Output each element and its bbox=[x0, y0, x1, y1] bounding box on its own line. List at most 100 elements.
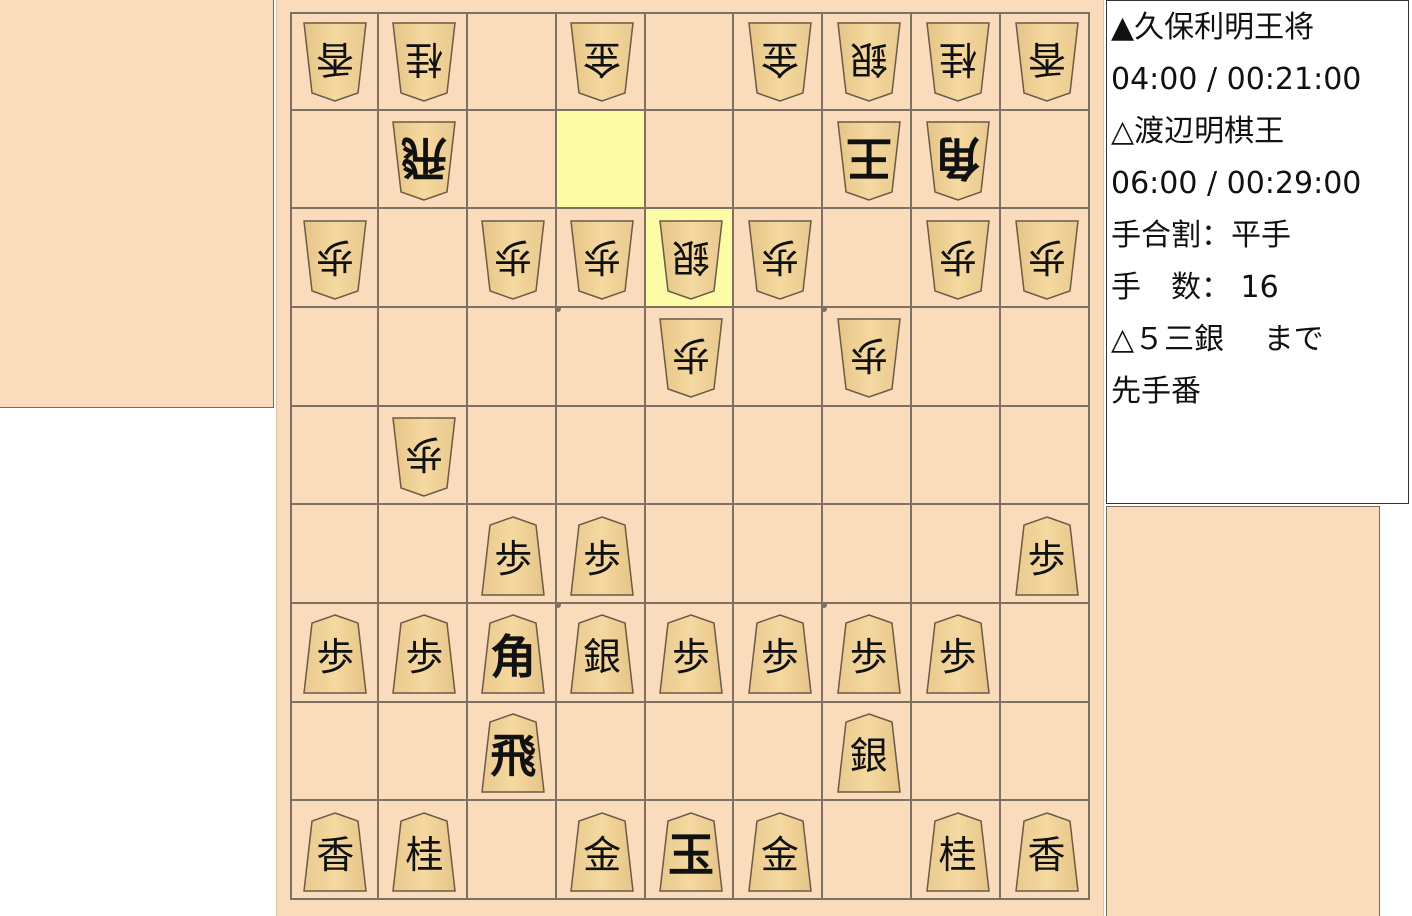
board-square[interactable] bbox=[556, 12, 646, 111]
sente-piece[interactable]: 歩 bbox=[747, 613, 813, 695]
board-square[interactable] bbox=[467, 505, 557, 604]
gote-piece[interactable]: 金 bbox=[569, 21, 635, 103]
board-square[interactable] bbox=[823, 12, 913, 111]
sente-piece[interactable]: 金 bbox=[747, 811, 813, 893]
board-square[interactable] bbox=[912, 702, 1002, 802]
board-square[interactable] bbox=[556, 801, 646, 900]
board-square[interactable] bbox=[290, 12, 379, 111]
board-square[interactable] bbox=[378, 801, 468, 900]
sente-piece[interactable]: 桂 bbox=[391, 811, 457, 893]
sente-piece[interactable]: 歩 bbox=[391, 613, 457, 695]
gote-piece-stand[interactable] bbox=[0, 0, 274, 408]
board-square[interactable] bbox=[645, 406, 735, 506]
board-square[interactable] bbox=[556, 702, 646, 802]
board-square[interactable] bbox=[1001, 12, 1090, 111]
board-square[interactable] bbox=[1001, 308, 1090, 407]
board-square[interactable] bbox=[823, 505, 913, 604]
gote-piece[interactable]: 歩 bbox=[658, 317, 724, 399]
sente-piece[interactable]: 歩 bbox=[836, 613, 902, 695]
board-square[interactable] bbox=[467, 12, 557, 111]
board-square[interactable] bbox=[734, 702, 824, 802]
board-square[interactable] bbox=[734, 406, 824, 506]
board-square[interactable] bbox=[734, 604, 824, 703]
board-square[interactable] bbox=[823, 702, 913, 802]
gote-piece[interactable]: 金 bbox=[747, 21, 813, 103]
board-square[interactable] bbox=[1001, 406, 1090, 506]
board-square[interactable] bbox=[645, 801, 735, 900]
board-square[interactable] bbox=[290, 110, 379, 210]
board-square[interactable] bbox=[378, 209, 468, 308]
sente-piece[interactable]: 歩 bbox=[302, 613, 368, 695]
sente-piece[interactable]: 歩 bbox=[480, 515, 546, 597]
board-square[interactable] bbox=[378, 12, 468, 111]
board-square[interactable] bbox=[467, 110, 557, 210]
board-square[interactable] bbox=[290, 209, 379, 308]
board-square[interactable] bbox=[467, 406, 557, 506]
board-square[interactable] bbox=[912, 505, 1002, 604]
board-square[interactable] bbox=[734, 12, 824, 111]
sente-piece[interactable]: 歩 bbox=[1014, 515, 1080, 597]
board-square[interactable] bbox=[645, 702, 735, 802]
board-square[interactable] bbox=[556, 406, 646, 506]
gote-piece[interactable]: 桂 bbox=[391, 21, 457, 103]
board-square[interactable] bbox=[734, 209, 824, 308]
board-square[interactable] bbox=[290, 308, 379, 407]
sente-piece[interactable]: 角 bbox=[480, 613, 546, 695]
board-square[interactable] bbox=[378, 406, 468, 506]
board-square[interactable] bbox=[734, 801, 824, 900]
board-square[interactable] bbox=[823, 110, 913, 210]
gote-piece[interactable]: 銀 bbox=[836, 21, 902, 103]
sente-piece-stand[interactable] bbox=[1106, 506, 1380, 916]
gote-piece[interactable]: 歩 bbox=[480, 219, 546, 301]
board-square[interactable] bbox=[1001, 505, 1090, 604]
board-square[interactable] bbox=[823, 308, 913, 407]
board-square[interactable] bbox=[290, 406, 379, 506]
board-square[interactable] bbox=[556, 308, 646, 407]
board-square[interactable] bbox=[1001, 604, 1090, 703]
board-square[interactable] bbox=[467, 209, 557, 308]
board-square[interactable] bbox=[378, 505, 468, 604]
board-square[interactable] bbox=[912, 12, 1002, 111]
board-square[interactable] bbox=[556, 604, 646, 703]
board-square[interactable] bbox=[378, 308, 468, 407]
board-square[interactable] bbox=[823, 406, 913, 506]
board-square[interactable] bbox=[1001, 209, 1090, 308]
shogi-board[interactable]: 香桂金金銀桂香飛王角歩歩歩銀歩歩歩歩歩歩歩歩歩歩歩角銀歩歩歩歩飛銀香桂金玉金桂香 bbox=[290, 12, 1090, 900]
board-square[interactable] bbox=[290, 801, 379, 900]
board-square[interactable] bbox=[645, 505, 735, 604]
gote-piece[interactable]: 香 bbox=[302, 21, 368, 103]
gote-piece[interactable]: 歩 bbox=[1014, 219, 1080, 301]
sente-piece[interactable]: 歩 bbox=[658, 613, 724, 695]
gote-piece[interactable]: 歩 bbox=[569, 219, 635, 301]
board-square[interactable] bbox=[1001, 801, 1090, 900]
board-square[interactable] bbox=[467, 308, 557, 407]
board-square[interactable] bbox=[734, 505, 824, 604]
board-square[interactable] bbox=[378, 110, 468, 210]
gote-piece[interactable]: 歩 bbox=[391, 416, 457, 498]
sente-piece[interactable]: 歩 bbox=[569, 515, 635, 597]
board-square[interactable] bbox=[734, 110, 824, 210]
sente-piece[interactable]: 桂 bbox=[925, 811, 991, 893]
board-square[interactable] bbox=[823, 209, 913, 308]
board-square[interactable] bbox=[645, 110, 735, 210]
board-square[interactable] bbox=[912, 604, 1002, 703]
board-square[interactable] bbox=[1001, 110, 1090, 210]
gote-piece[interactable]: 歩 bbox=[747, 219, 813, 301]
board-square[interactable] bbox=[912, 209, 1002, 308]
board-square[interactable] bbox=[467, 604, 557, 703]
board-square[interactable] bbox=[645, 308, 735, 407]
board-square[interactable] bbox=[912, 406, 1002, 506]
board-square[interactable] bbox=[290, 505, 379, 604]
board-square[interactable] bbox=[1001, 702, 1090, 802]
board-square[interactable] bbox=[556, 505, 646, 604]
sente-piece[interactable]: 銀 bbox=[569, 613, 635, 695]
board-square[interactable] bbox=[378, 702, 468, 802]
board-square[interactable] bbox=[912, 110, 1002, 210]
board-square[interactable] bbox=[645, 604, 735, 703]
board-square[interactable] bbox=[734, 308, 824, 407]
board-square[interactable] bbox=[823, 604, 913, 703]
sente-piece[interactable]: 歩 bbox=[925, 613, 991, 695]
gote-piece[interactable]: 歩 bbox=[836, 317, 902, 399]
gote-piece[interactable]: 桂 bbox=[925, 21, 991, 103]
board-square[interactable] bbox=[823, 801, 913, 900]
